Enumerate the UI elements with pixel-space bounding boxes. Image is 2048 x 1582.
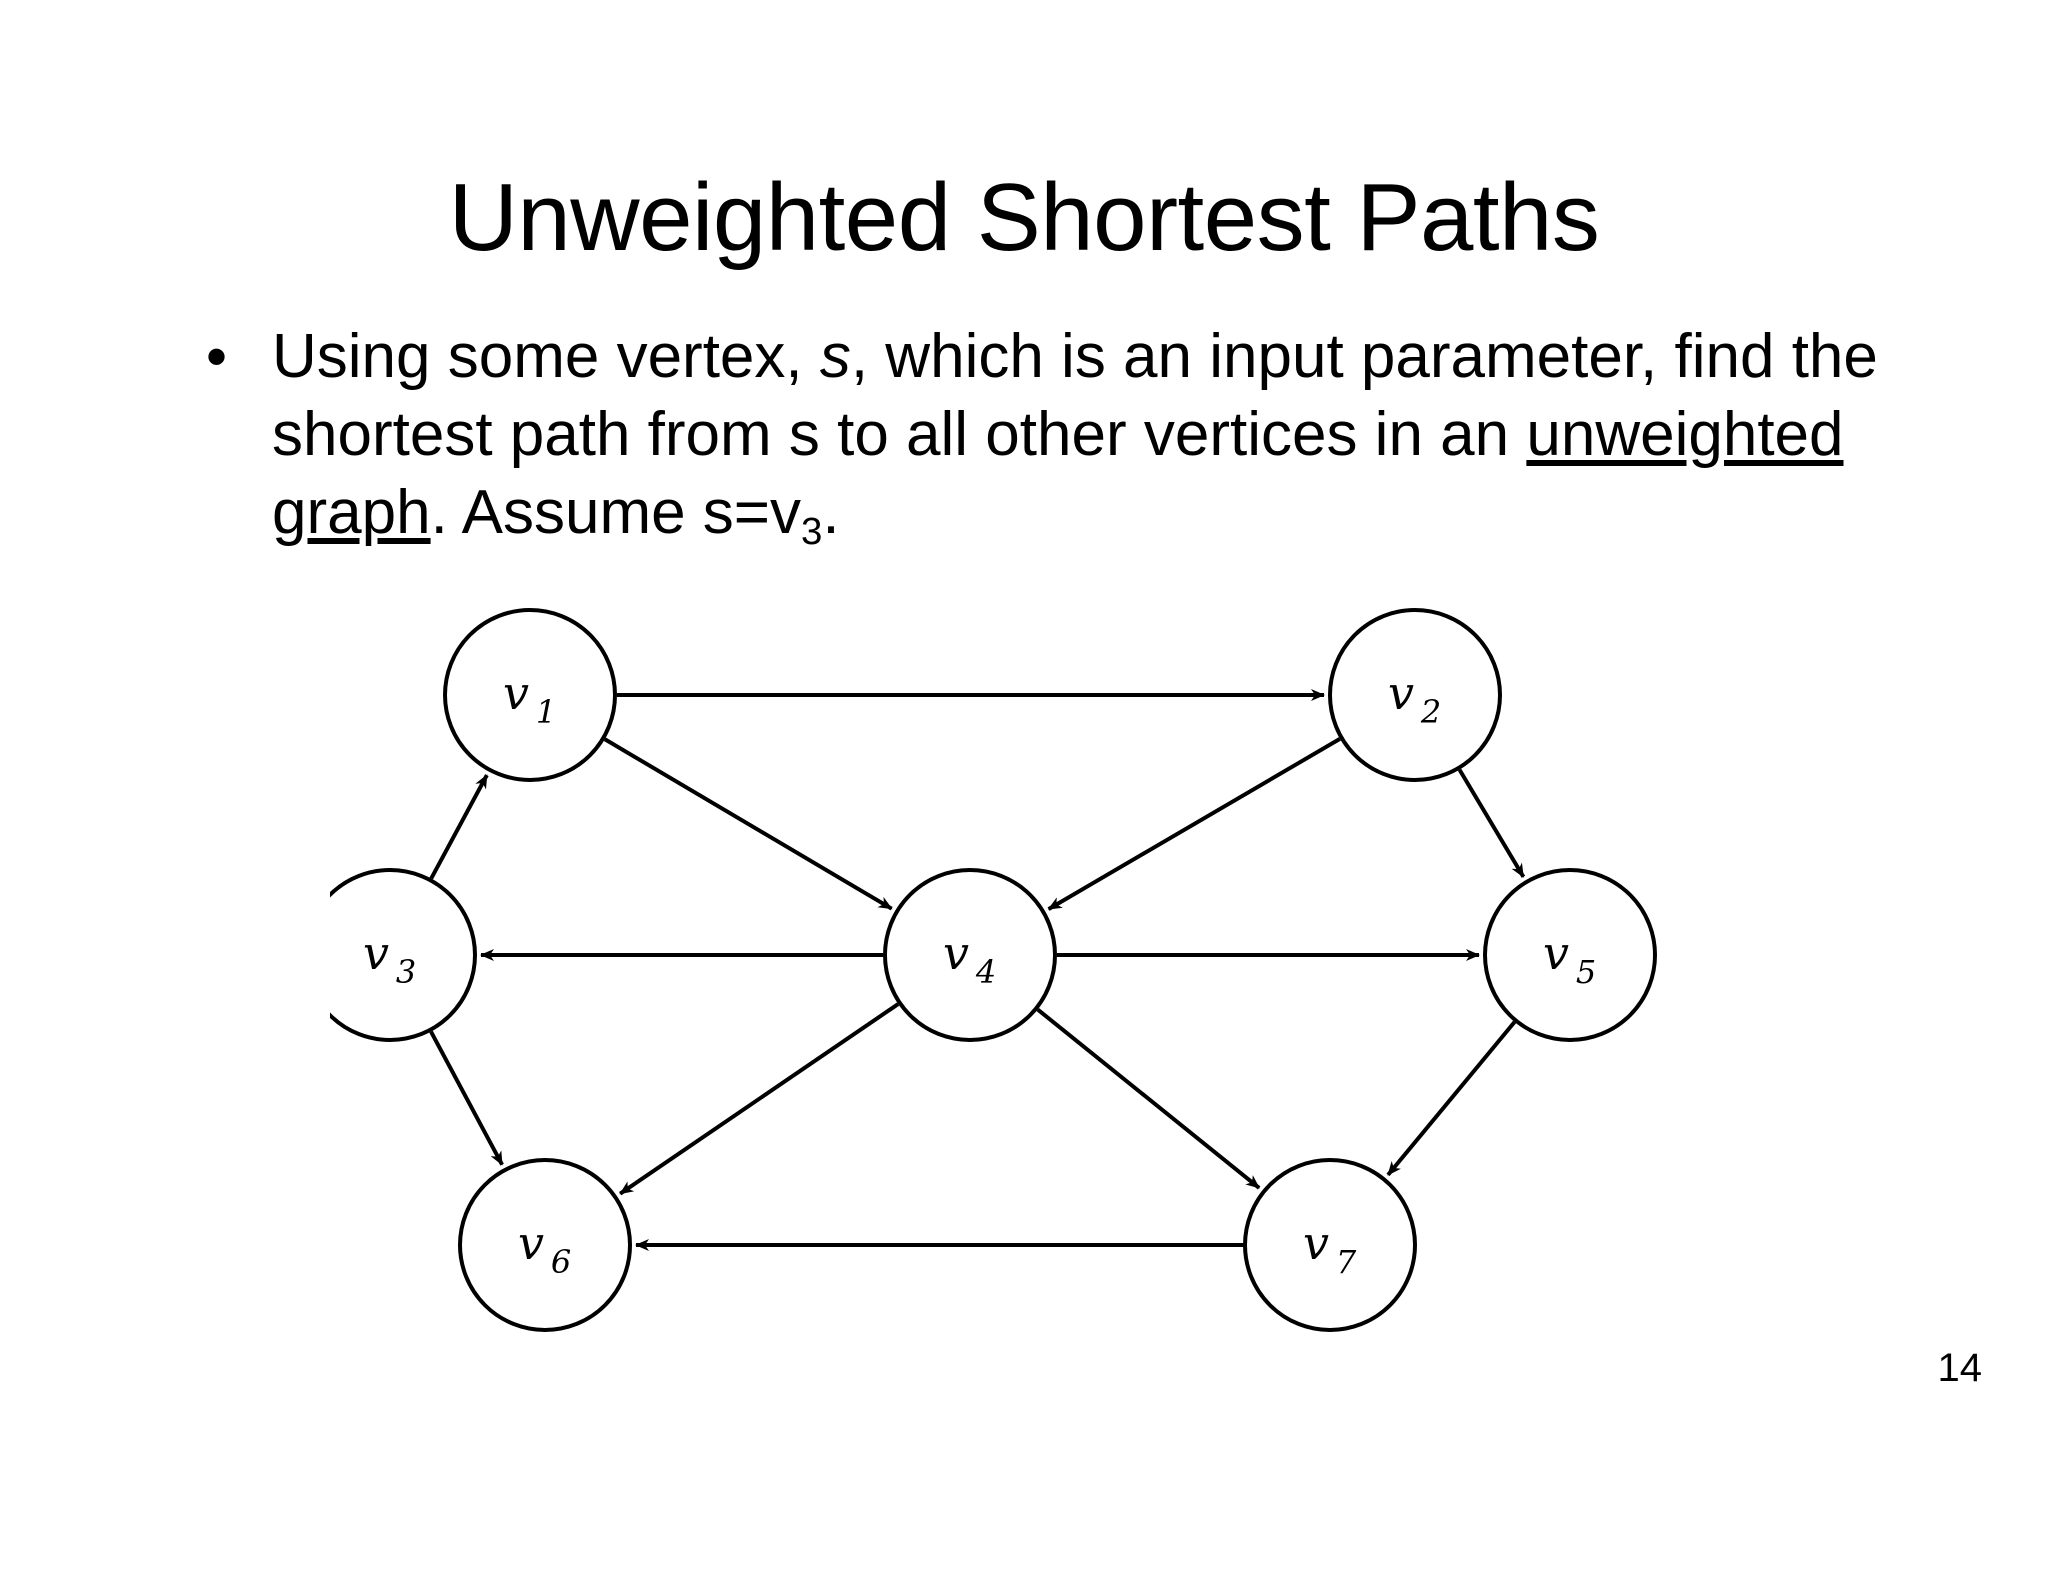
graph-node-circle-v5 <box>1483 868 1657 1042</box>
page-number: 14 <box>1937 1346 1983 1390</box>
graph-node-subscript-v3: 3 <box>396 953 416 991</box>
graph-node-subscript-v7: 7 <box>1336 1243 1357 1281</box>
graph-edges <box>429 689 1526 1251</box>
graph-node-label-v4: v <box>943 926 969 980</box>
graph-node-subscript-v4: 4 <box>975 953 996 991</box>
bullet-text-part-d: . <box>822 478 840 547</box>
bullet-text: Using some vertex, s, which is an input … <box>272 318 1896 560</box>
graph-edge-v4-to-v6 <box>619 1002 900 1196</box>
list-item: • Using some vertex, s, which is an inpu… <box>196 318 1896 560</box>
graph-edge-v2-to-v5 <box>1457 768 1526 878</box>
graph-node-subscript-v5: 5 <box>1576 953 1596 991</box>
graph-node-label-v5: v <box>1543 926 1569 980</box>
graph-edge-v1-to-v4 <box>603 737 893 911</box>
graph-node-subscript-v1: 1 <box>536 693 556 731</box>
graph-node-label-v3: v <box>363 926 389 980</box>
graph-edge-v5-to-v7 <box>1386 1020 1517 1177</box>
bullet-text-part-b: , which is an input parameter, find the … <box>272 322 1878 469</box>
graph-node-circle-v4 <box>883 868 1057 1042</box>
graph-node-subscript-v2: 2 <box>1420 693 1441 731</box>
graph-edge-v3-to-v1 <box>429 774 489 880</box>
bullet-text-underlined-term: unweighted graph <box>272 400 1844 547</box>
graph-node-label-v2: v <box>1388 666 1414 720</box>
graph-edge-v2-to-v4 <box>1047 737 1341 911</box>
graph-node-circle-v3 <box>330 868 477 1042</box>
bullet-text-part-c: . Assume s=v <box>430 478 802 547</box>
graph-edge-v4-to-v7 <box>1036 1008 1261 1190</box>
bullet-text-subscript: 3 <box>801 509 823 553</box>
graph-node-circle-v1 <box>443 608 617 782</box>
bullet-text-italic-s: s <box>819 322 851 391</box>
graph-edge-v3-to-v6 <box>429 1030 504 1166</box>
graph-node-circle-v2 <box>1328 608 1502 782</box>
bullet-list: • Using some vertex, s, which is an inpu… <box>196 318 1896 560</box>
bullet-marker-icon: • <box>206 323 228 390</box>
graph-node-label-v6: v <box>518 1216 544 1270</box>
graph-node-circle-v7 <box>1243 1158 1417 1332</box>
page-title: Unweighted Shortest Paths <box>448 164 1600 271</box>
graph-node-label-v1: v <box>503 666 529 720</box>
graph-node-circle-v6 <box>458 1158 632 1332</box>
graph-node-subscript-v6: 6 <box>551 1243 571 1281</box>
graph-node-label-v7: v <box>1303 1216 1329 1270</box>
bullet-text-part-a: Using some vertex, <box>272 322 820 391</box>
